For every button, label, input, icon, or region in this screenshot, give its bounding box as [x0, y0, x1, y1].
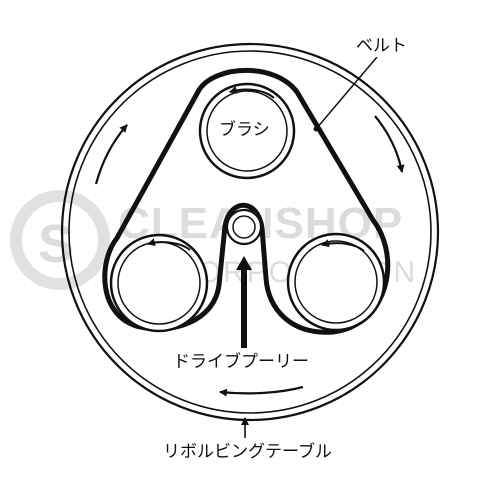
revolving-table-outer	[60, 42, 440, 422]
belt-label: ベルト	[356, 36, 407, 56]
revolving-table-inner	[68, 50, 432, 414]
belt-label-bg	[352, 33, 418, 57]
brush-pulley	[198, 82, 296, 180]
left-pulley-rotation-arrow	[147, 238, 191, 251]
brush-label: ブラシ	[219, 119, 270, 140]
right-pulley	[286, 232, 386, 332]
right-pulley-rotation-arrow	[321, 239, 365, 252]
left-pulley	[109, 233, 209, 333]
belt-leader-line	[315, 56, 378, 130]
belt-leader-dot	[313, 126, 319, 132]
table-rotation-arrow-bottom	[219, 385, 304, 397]
drive-pulley-label: ドライブプーリー	[173, 351, 309, 372]
drive-pulley-label-bg	[170, 348, 318, 374]
brush-rotation-arrow	[229, 86, 275, 99]
table-rotation-arrow-left	[94, 124, 128, 185]
revolving-table-label: リボルビングテーブル	[163, 441, 332, 462]
table-rotation-arrow-right	[374, 115, 405, 173]
watermark-logo-ring	[10, 190, 110, 290]
watermark-logo-letters: S	[38, 214, 74, 274]
drive-pulley	[225, 208, 263, 246]
